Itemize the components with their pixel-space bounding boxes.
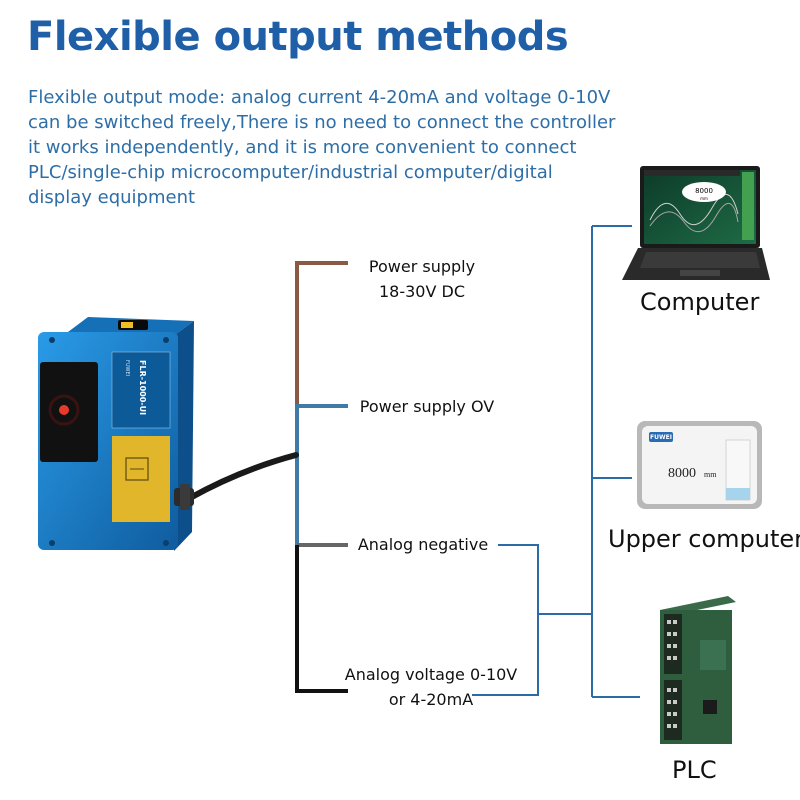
upper-computer-label: Upper computer [608, 525, 800, 553]
plc-illustration [660, 596, 736, 744]
sensor-model: FLR-1000-UI [138, 360, 147, 415]
wire-label-line: Power supply [368, 257, 476, 276]
description: Flexible output mode: analog current 4-2… [28, 85, 628, 210]
description-line: it works independently, and it is more c… [28, 137, 577, 158]
wire-label-line: 18-30V DC [378, 282, 465, 301]
description-line: can be switched freely,There is no need … [28, 112, 616, 133]
laptop-illustration: 8000 mm [622, 166, 770, 280]
wire-label-power-supply: Power supply 18-30V DC [352, 254, 492, 304]
hmi-display-value: 8000 [668, 466, 696, 481]
wire-power-0v [295, 404, 348, 545]
wire-label-analog-output: Analog voltage 0-10V or 4-20mA [344, 662, 518, 712]
laptop-screen-value: 8000 [695, 187, 713, 195]
wire-label-line: Analog voltage 0-10V [344, 665, 518, 684]
description-line: PLC/single-chip microcomputer/industrial… [28, 162, 553, 183]
laptop-screen-unit: mm [700, 196, 708, 201]
upper-computer-illustration: FUWEI 8000 mm [637, 421, 762, 509]
hmi-brand: FUWEI [650, 434, 672, 441]
wire-power-supply [295, 261, 348, 460]
computer-label: Computer [640, 288, 760, 316]
wire-label-analog-negative: Analog negative [357, 535, 489, 554]
plc-label: PLC [672, 756, 717, 784]
sensor-brand: FUWEI [124, 360, 130, 376]
laser-sensor: FLR-1000-UI FUWEI [38, 317, 194, 551]
hmi-display-unit: mm [704, 470, 717, 479]
wire-label-line: or 4-20mA [388, 690, 474, 709]
sensor-cable [187, 452, 299, 501]
wire-label-power-0v: Power supply OV [359, 397, 495, 416]
wire-analog-output [295, 545, 348, 693]
connector-lines [472, 225, 640, 698]
description-line: display equipment [28, 187, 196, 208]
description-line: Flexible output mode: analog current 4-2… [28, 87, 611, 108]
page-title: Flexible output methods [27, 14, 569, 60]
